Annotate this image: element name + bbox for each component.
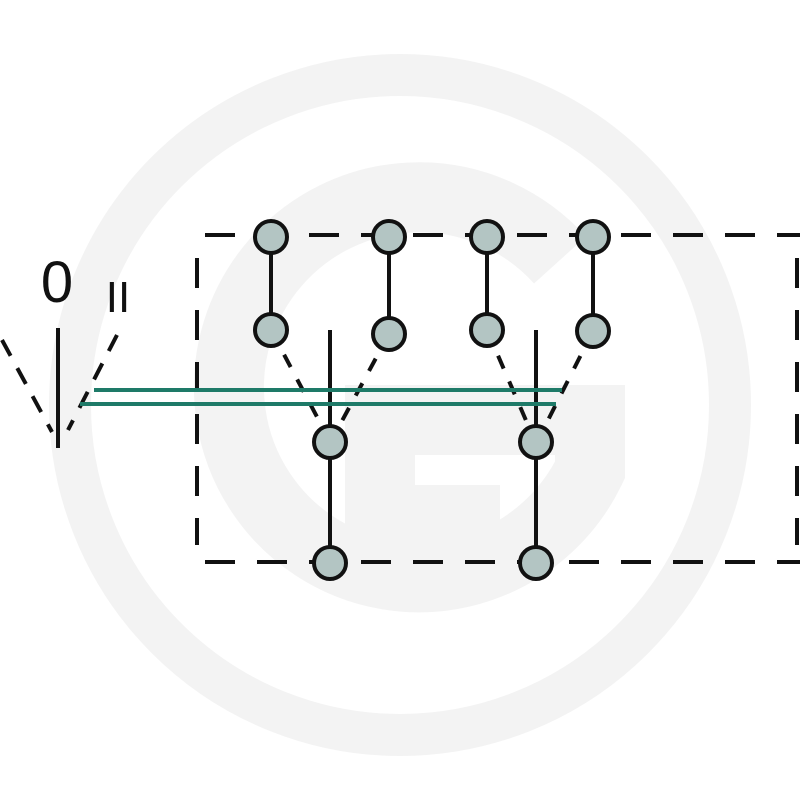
- contact-terminal: [575, 313, 611, 349]
- contact-terminal: [575, 219, 611, 255]
- contact-terminal: [312, 545, 348, 581]
- contact-terminal: [253, 312, 289, 348]
- label-position-two: II: [106, 273, 130, 322]
- switch-symbol: [0, 328, 119, 448]
- contact-terminal: [312, 424, 348, 460]
- contact-terminal: [469, 219, 505, 255]
- contact-terminal: [371, 219, 407, 255]
- mechanical-link: [80, 388, 562, 406]
- watermark-logo: [49, 54, 751, 756]
- contact-terminal: [253, 219, 289, 255]
- contact-terminal: [518, 545, 554, 581]
- contact-terminal: [371, 316, 407, 352]
- label-position-zero: 0: [41, 250, 73, 315]
- contact-terminal: [518, 424, 554, 460]
- housing-outline: [195, 233, 800, 564]
- contact-terminal: [469, 312, 505, 348]
